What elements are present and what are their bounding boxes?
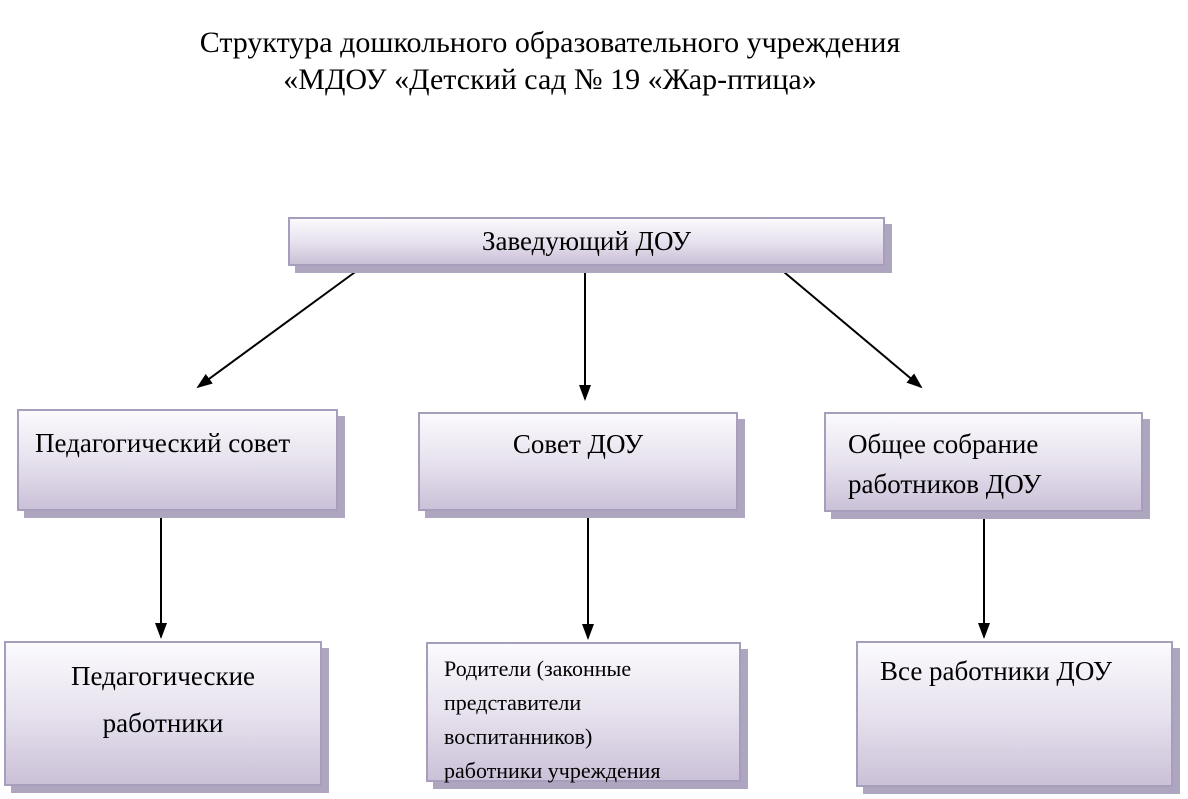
node-all-staff: Все работники ДОУ <box>856 641 1173 787</box>
chart-title: Структура дошкольного образовательного у… <box>199 26 901 96</box>
node-parents-and-staff: Родители (законные представители воспита… <box>426 642 741 783</box>
node-general-meeting: Общее собрание работников ДОУ <box>824 412 1143 512</box>
node-pedagogical-council: Педагогический совет <box>17 409 338 511</box>
arrow-head-to-pedagogical-council <box>196 266 363 389</box>
node-pedagogical-staff: Педагогические работники <box>4 641 322 786</box>
node-dou-council: Совет ДОУ <box>418 412 738 511</box>
arrow-head-to-general-meeting <box>777 266 923 389</box>
node-head-of-dou: Заведующий ДОУ <box>288 217 885 266</box>
